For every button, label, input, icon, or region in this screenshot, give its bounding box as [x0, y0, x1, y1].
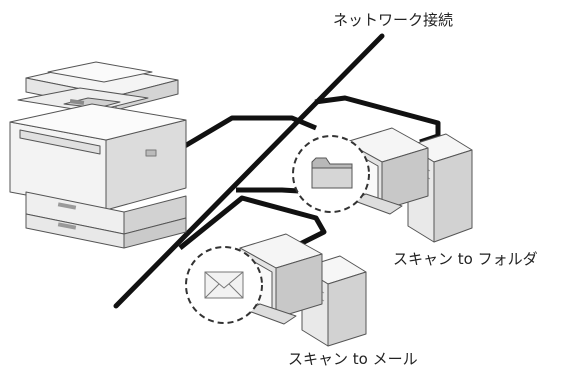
multifunction-printer-icon [9, 61, 187, 249]
folder-icon [311, 157, 353, 189]
network-cable [113, 33, 385, 309]
envelope-icon [204, 271, 244, 299]
scan-to-folder-label: スキャン to フォルダ [393, 250, 538, 268]
printer-cable [176, 115, 317, 153]
mail-computer-icon [239, 233, 367, 347]
scan-to-mail-label: スキャン to メール [288, 350, 418, 368]
network-label: ネットワーク接続 [333, 11, 454, 29]
mail-computer-cable [178, 195, 327, 250]
